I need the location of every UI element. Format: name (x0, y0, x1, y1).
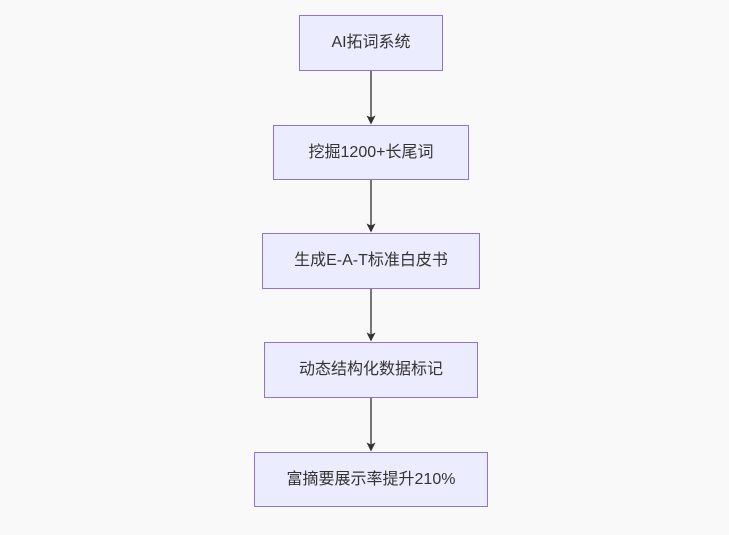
flow-node-label: 生成E-A-T标准白皮书 (294, 252, 448, 270)
flow-node-rich-snippet-result: 富摘要展示率提升210% (254, 452, 488, 507)
flow-node-label: 动态结构化数据标记 (298, 361, 443, 379)
flow-node-longtail-mining: 挖掘1200+长尾词 (273, 125, 469, 180)
flow-node-ai-word-expansion: AI拓词系统 (299, 15, 443, 71)
flow-node-label: AI拓词系统 (331, 34, 411, 52)
flow-node-label: 富摘要展示率提升210% (286, 470, 456, 488)
flow-node-label: 挖掘1200+长尾词 (308, 143, 434, 161)
flow-node-structured-data-markup: 动态结构化数据标记 (264, 342, 478, 398)
flow-node-eat-whitepaper: 生成E-A-T标准白皮书 (262, 233, 480, 289)
